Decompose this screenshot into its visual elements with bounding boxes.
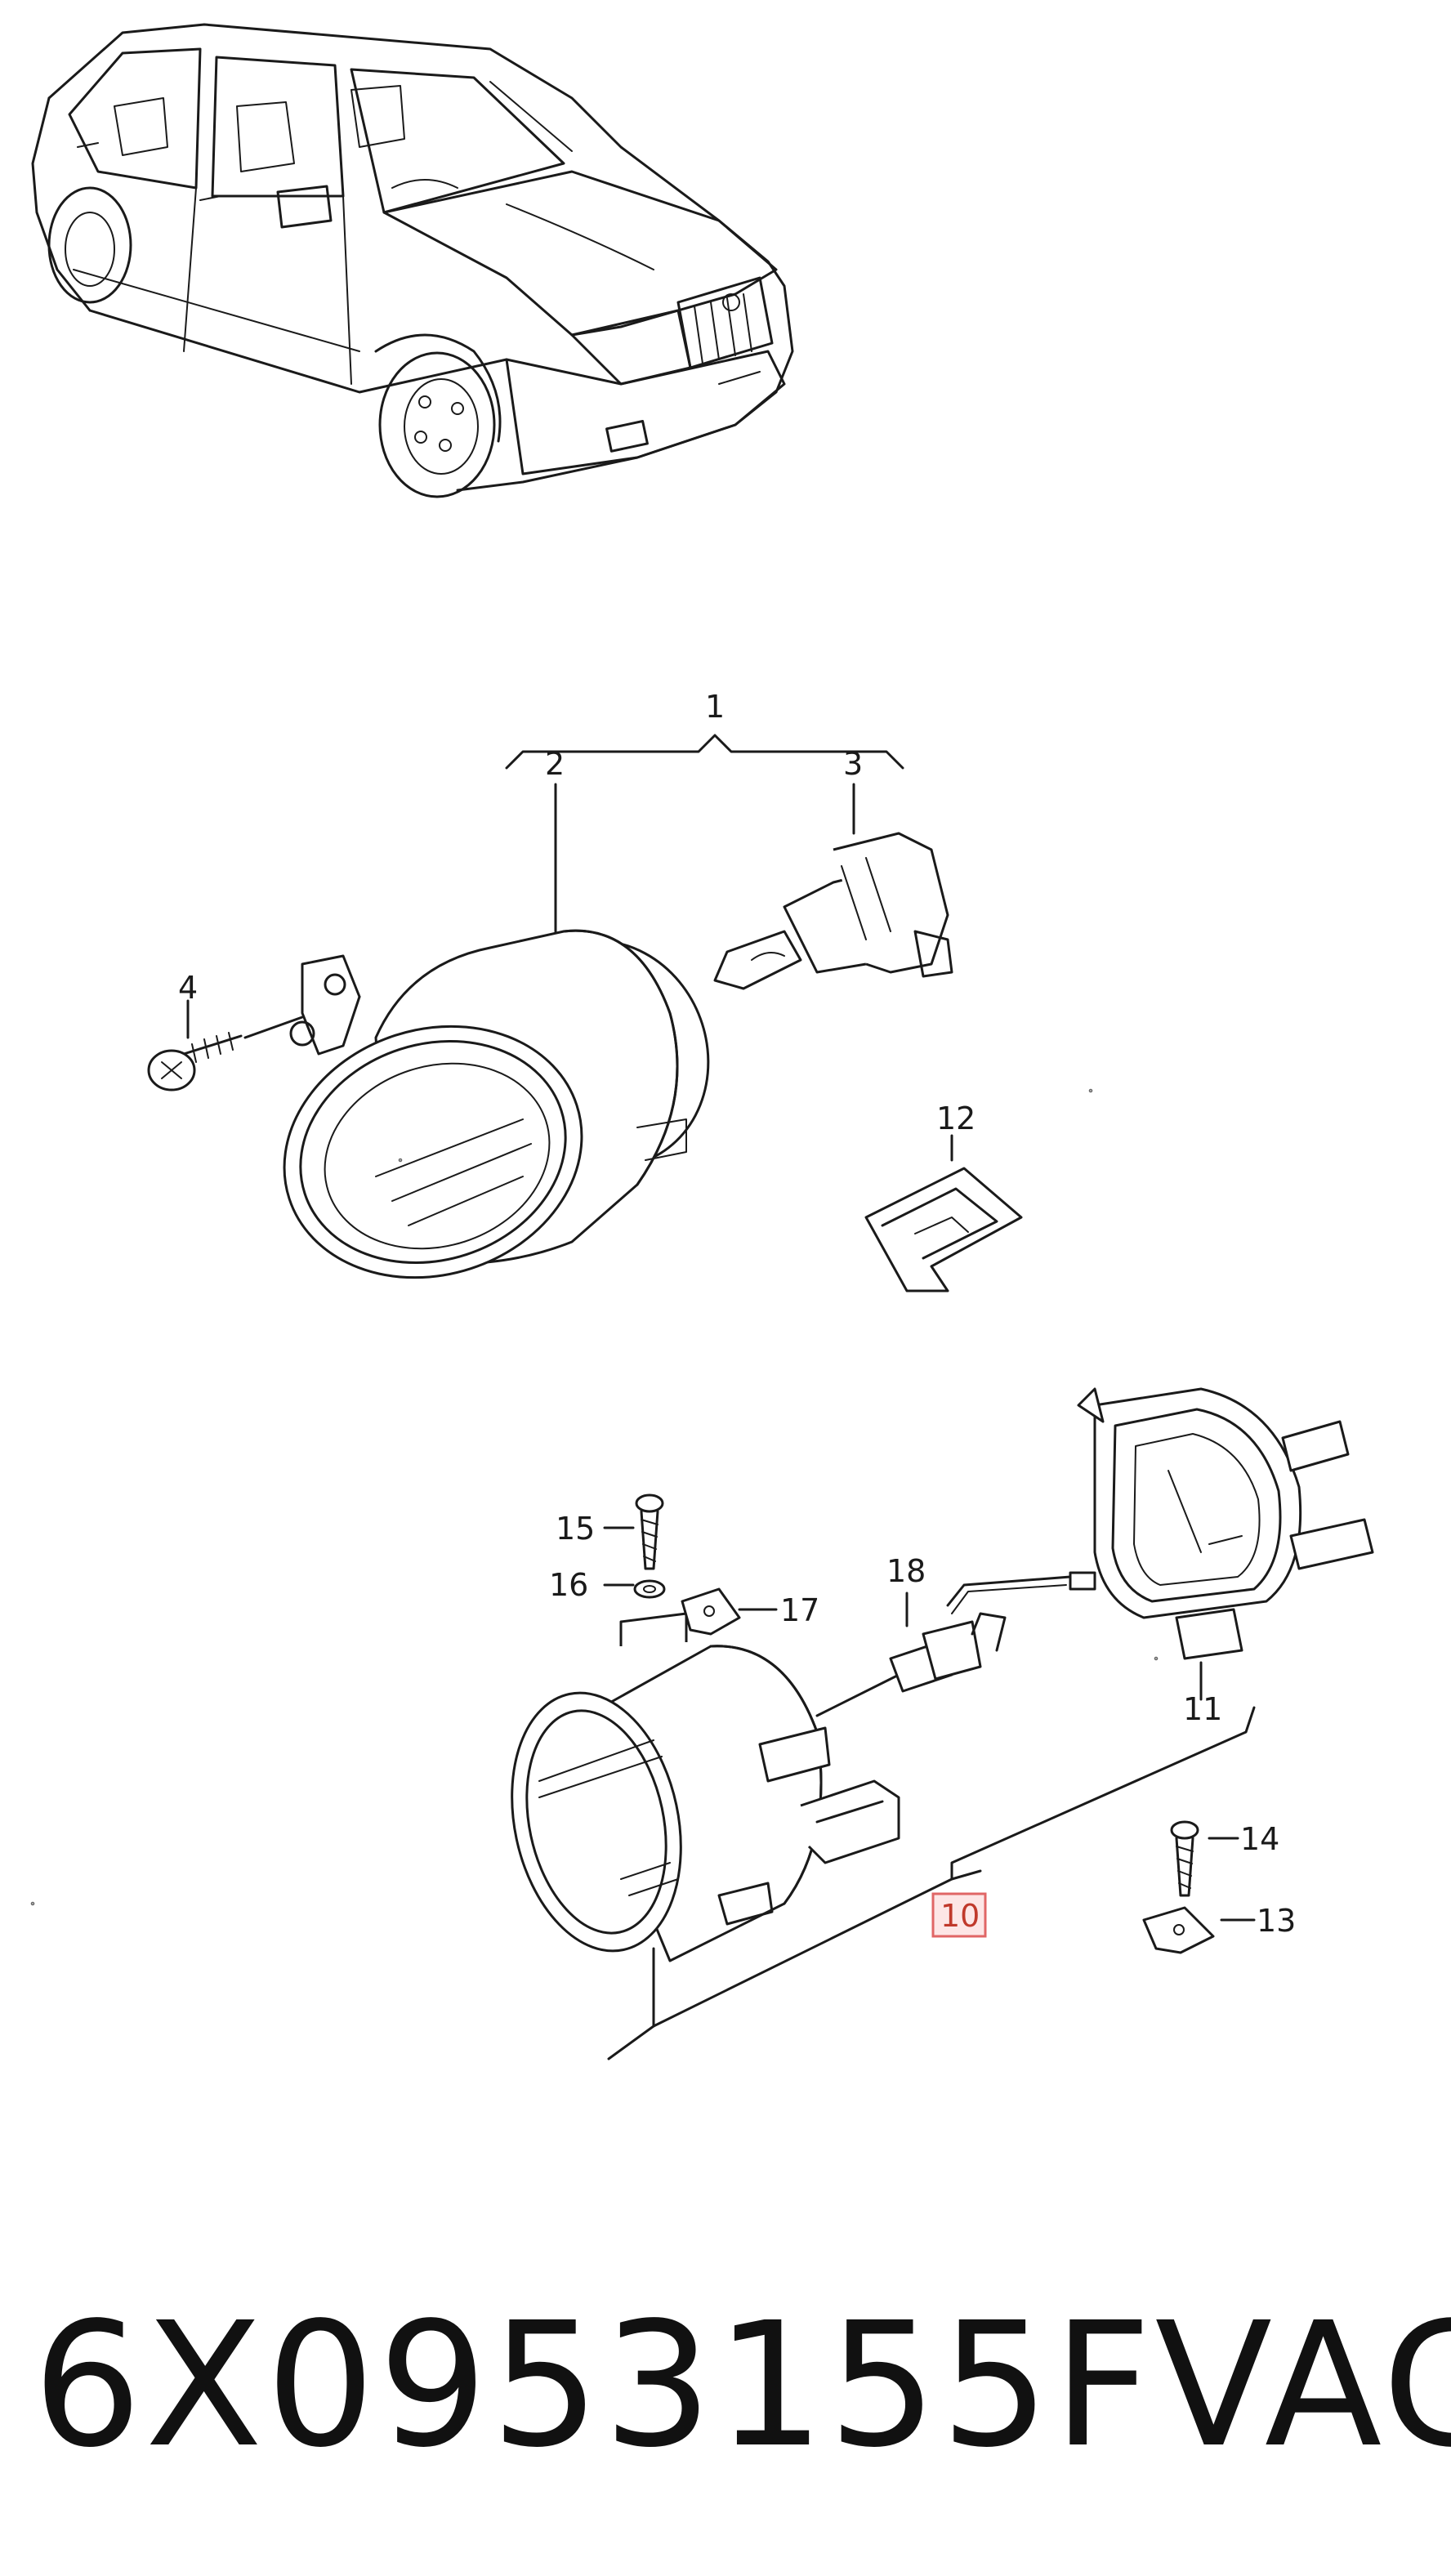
label-11: 11 <box>1183 1691 1222 1727</box>
upper-assembly <box>147 734 1023 1292</box>
label-3: 3 <box>843 746 863 782</box>
label-15: 15 <box>556 1511 595 1547</box>
part-labels: 1 2 3 4 12 15 16 17 18 11 14 13 10 <box>178 689 1296 1939</box>
parts-diagram: 1 2 3 4 12 15 16 17 18 11 14 13 10 <box>30 23 1374 2060</box>
label-12: 12 <box>936 1100 976 1136</box>
label-17: 17 <box>780 1592 819 1628</box>
lamp-frame <box>1077 1387 1374 1701</box>
label-14: 14 <box>1240 1821 1279 1857</box>
highlight-box-10 <box>931 1892 987 1938</box>
bulb <box>713 832 953 990</box>
screw-and-nut-clip <box>1142 1820 1256 1954</box>
label-1: 1 <box>705 689 725 725</box>
label-4: 4 <box>178 970 198 1006</box>
lower-assembly <box>30 1088 1374 2060</box>
fog-lamp-housing <box>283 929 710 1279</box>
label-13: 13 <box>1257 1903 1296 1939</box>
screw-washer-clip-set <box>603 1493 778 1636</box>
car-illustration <box>31 23 794 498</box>
label-16: 16 <box>549 1567 588 1603</box>
brand-name: VAG <box>1154 2285 1451 2485</box>
clip <box>864 1134 1023 1292</box>
label-18: 18 <box>886 1553 926 1589</box>
label-10: 10 <box>940 1898 980 1934</box>
connector-with-wire <box>889 1571 1096 1693</box>
self-tapping-screw <box>147 999 243 1092</box>
round-fog-lamp <box>511 1612 900 1962</box>
part-number: 6X0953155F <box>33 2285 1155 2485</box>
label-2: 2 <box>545 746 565 782</box>
footer: 6X0953155F VAG <box>0 2255 1451 2516</box>
